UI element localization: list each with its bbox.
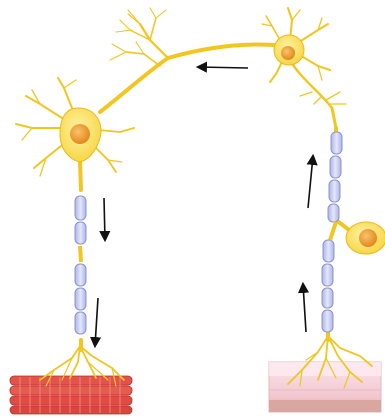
interneuron bbox=[168, 8, 346, 128]
sensory-neuron-nucleus bbox=[359, 229, 377, 247]
sensory-neuron bbox=[288, 128, 385, 388]
signal-direction-arrows bbox=[95, 67, 313, 346]
arrow-down-upper bbox=[104, 198, 105, 240]
motor-neuron-nucleus bbox=[70, 124, 90, 144]
skin-tissue bbox=[269, 362, 381, 412]
interneuron-nucleus bbox=[281, 46, 295, 60]
motor-myelin-sheath bbox=[75, 196, 86, 334]
arrow-up-lower bbox=[303, 284, 306, 332]
arrow-down-lower bbox=[95, 298, 98, 346]
arrow-up-upper bbox=[308, 156, 313, 208]
arrow-left-top bbox=[198, 67, 248, 68]
muscle-fibers bbox=[10, 376, 132, 414]
motor-neuron bbox=[16, 8, 168, 386]
